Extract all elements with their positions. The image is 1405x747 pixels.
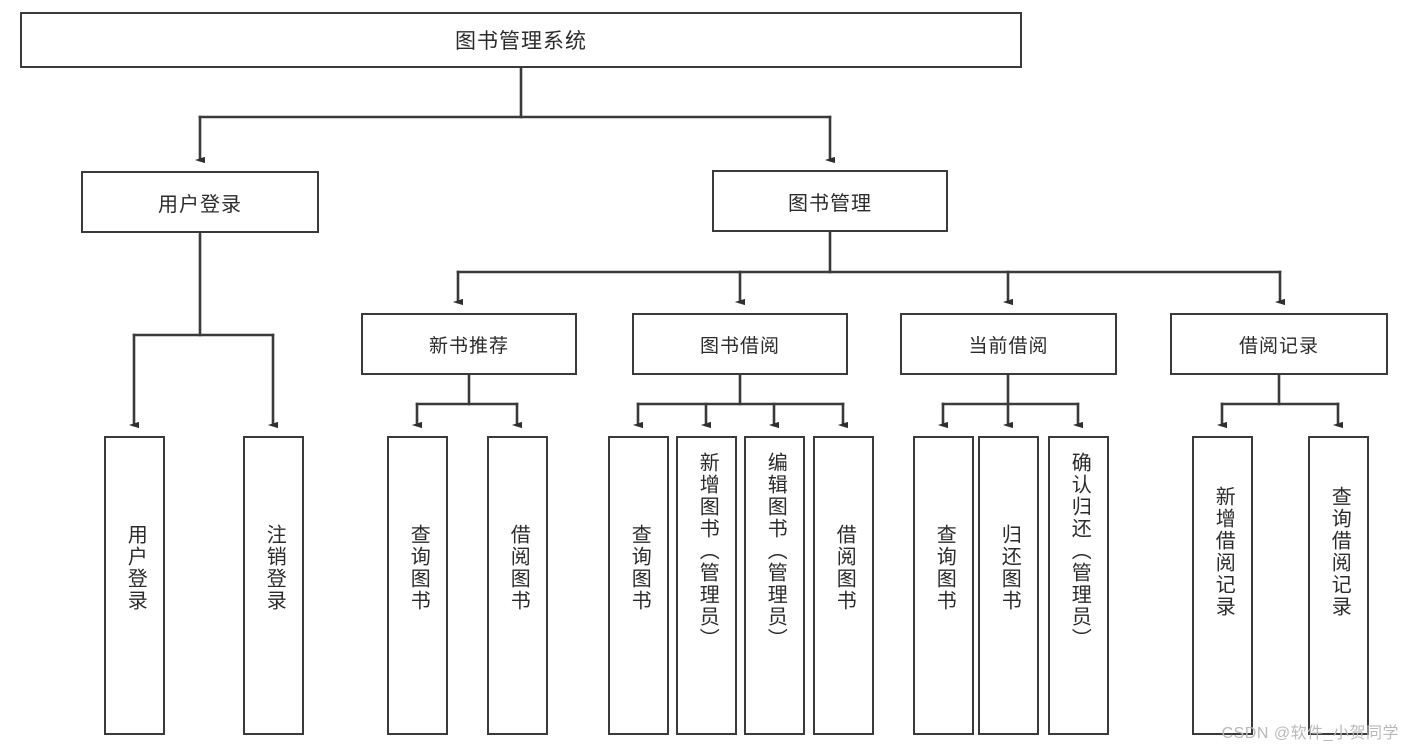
node-label: 图书借阅 [699,335,780,357]
leaf-borrow-query-book[interactable]: 查询图书 [608,436,669,735]
leaf-borrow-edit-book-admin[interactable]: 编辑图书（管理员） [744,436,805,735]
node-label: 借阅记录 [1238,335,1319,357]
node-borrow-record[interactable]: 借阅记录 [1170,313,1388,375]
leaf-new-book-borrow[interactable]: 借阅图书 [487,436,548,735]
leaf-label: 确认归还（管理员） [1068,452,1091,650]
node-book-borrow[interactable]: 图书借阅 [632,313,848,375]
leaf-record-query-borrow-record[interactable]: 查询借阅记录 [1308,436,1369,735]
leaf-label: 注销登录 [263,524,286,612]
leaf-borrow-add-book-admin[interactable]: 新增图书（管理员） [676,436,737,735]
leaf-user-login-logout[interactable]: 注销登录 [243,436,304,735]
leaf-label: 归还图书 [998,524,1021,612]
leaf-label: 新增借阅记录 [1212,486,1235,618]
leaf-label: 新增图书（管理员） [696,452,719,650]
leaf-label: 借阅图书 [833,524,856,612]
leaf-user-login-login[interactable]: 用户登录 [104,436,165,735]
leaf-label: 查询图书 [933,524,956,612]
leaf-borrow-borrow-book[interactable]: 借阅图书 [813,436,874,735]
leaf-label: 查询图书 [628,524,651,612]
watermark-text: CSDN @软件_小贺同学 [1221,725,1399,742]
leaf-new-book-query[interactable]: 查询图书 [387,436,448,735]
node-new-book-recommend[interactable]: 新书推荐 [361,313,577,375]
leaf-label: 查询图书 [407,524,430,612]
node-book-management[interactable]: 图书管理 [712,170,948,232]
leaf-label: 编辑图书（管理员） [764,452,787,650]
leaf-current-query-book[interactable]: 查询图书 [913,436,974,735]
node-label: 用户登录 [158,193,242,216]
node-label: 当前借阅 [968,335,1049,357]
leaf-label: 查询借阅记录 [1328,486,1351,618]
leaf-current-return-book[interactable]: 归还图书 [978,436,1039,735]
node-current-borrow[interactable]: 当前借阅 [900,313,1117,375]
node-label: 新书推荐 [428,335,509,357]
leaf-label: 用户登录 [124,524,147,612]
node-label: 图书管理 [788,192,872,215]
leaf-record-add-borrow-record[interactable]: 新增借阅记录 [1192,436,1253,735]
node-root-book-management-system[interactable]: 图书管理系统 [20,12,1022,68]
leaf-current-confirm-return-admin[interactable]: 确认归还（管理员） [1048,436,1109,735]
node-user-login[interactable]: 用户登录 [81,171,319,233]
leaf-label: 借阅图书 [507,524,530,612]
node-label: 图书管理系统 [455,30,587,53]
